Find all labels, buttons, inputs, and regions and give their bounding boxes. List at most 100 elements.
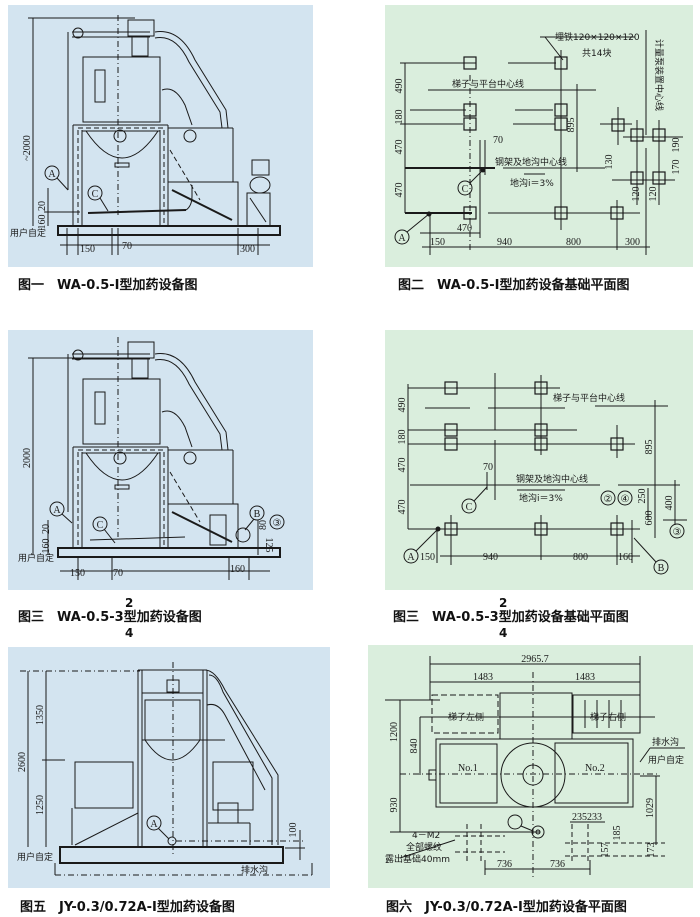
dim-800: 800 xyxy=(573,552,588,563)
dim-736-left: 736 xyxy=(497,859,512,870)
dim-150: 150 xyxy=(420,552,435,563)
figure-1-elevation: ~2000 20 160 用户自定 150 70 300 A C 图一 WA-0… xyxy=(8,5,313,293)
pump-centerline-label: 计量泵装置中心线 xyxy=(653,39,665,111)
callout-c: C xyxy=(92,189,99,200)
dim-70: 70 xyxy=(493,135,503,146)
caption-fraction-bottom: 4 xyxy=(125,626,133,640)
dim-150: 150 xyxy=(70,568,85,579)
ladder-left-label: 梯子左侧 xyxy=(448,711,484,723)
trench-slope-label: 地沟i＝3% xyxy=(519,492,563,504)
dim-300: 300 xyxy=(625,237,640,248)
figure-5-elevation: 2600 1350 1250 100 用户自定 排水沟 A 图五 JY-0.3/… xyxy=(8,647,330,915)
dim-20: 20 xyxy=(41,524,52,534)
figure-6-background xyxy=(368,645,693,888)
dim-150: 150 xyxy=(80,244,95,255)
figure-2-caption: 图二 WA-0.5-Ⅰ型加药设备基础平面图 xyxy=(398,277,629,293)
figure-2-background xyxy=(385,5,693,267)
dim-70: 70 xyxy=(113,568,123,579)
dim-800: 800 xyxy=(566,237,581,248)
figure-6-plan: 2965.7 1483 1483 梯子左侧 梯子右侧 1200 840 930 … xyxy=(368,645,693,915)
dim-1350: 1350 xyxy=(35,705,46,725)
callout-c: C xyxy=(97,520,104,531)
dim-130: 130 xyxy=(604,155,615,170)
dim-250: 250 xyxy=(637,489,648,504)
figure-4-foundation-plan: 梯子与平台中心线 490 180 470 470 895 70 钢架及地沟中心线… xyxy=(385,330,693,640)
callout-b: B xyxy=(658,563,665,574)
bolt-note-line1: 4－M2 xyxy=(412,831,440,841)
dim-total-width: 2965.7 xyxy=(521,654,549,665)
trench-slope-label: 地沟i＝3% xyxy=(510,177,554,189)
dim-160: 160 xyxy=(37,215,48,230)
dim-70: 70 xyxy=(122,241,132,252)
dim-157: 157 xyxy=(600,843,611,858)
dim-185: 185 xyxy=(612,826,623,841)
dim-895: 895 xyxy=(644,440,655,455)
dim-160: 160 xyxy=(618,552,633,563)
tank-no2-label: No.2 xyxy=(585,763,605,774)
figure-3-caption: 图三 WA-0.5-3型加药设备图 xyxy=(18,609,202,625)
dim-height: 2000 xyxy=(22,448,33,468)
callout-2: ② xyxy=(604,494,613,505)
dim-600: 600 xyxy=(644,511,655,526)
dim-180: 180 xyxy=(394,110,405,125)
callout-c: C xyxy=(462,184,469,195)
user-defined-label: 用户自定 xyxy=(18,552,54,564)
dim-736-right: 736 xyxy=(550,859,565,870)
figure-2-foundation-plan: 埋铁120×120×120 共14块 梯子与平台中心线 计量泵装置中心线 490… xyxy=(385,5,693,293)
dim-180: 180 xyxy=(397,430,408,445)
dim-490: 490 xyxy=(397,398,408,413)
dim-100: 100 xyxy=(288,823,299,838)
callout-b: B xyxy=(254,509,261,520)
dim-190: 190 xyxy=(671,138,682,153)
drain-trench-label: 排水沟 xyxy=(652,736,679,748)
dim-1200: 1200 xyxy=(389,722,400,742)
drain-trench-label: 排水沟 xyxy=(241,864,268,876)
user-defined-label: 用户自定 xyxy=(10,227,46,239)
figure-4-background xyxy=(385,330,693,590)
dim-470-b: 470 xyxy=(397,500,408,515)
dim-173: 173 xyxy=(646,843,657,858)
caption-fraction-top: 2 xyxy=(499,596,507,610)
dim-120-b: 120 xyxy=(648,187,659,202)
ladder-right-label: 梯子右侧 xyxy=(590,711,626,723)
caption-fraction-top: 2 xyxy=(125,596,133,610)
dim-940: 940 xyxy=(497,237,512,248)
callout-a: A xyxy=(48,169,56,180)
dim-895: 895 xyxy=(566,118,577,133)
callout-c: C xyxy=(466,502,473,513)
caption-fraction-bottom: 4 xyxy=(499,626,507,640)
dim-80: 80 xyxy=(258,520,269,530)
embed-iron-note: 埋铁120×120×120 xyxy=(555,31,640,43)
dim-235-233: 235233 xyxy=(572,812,602,823)
dim-470-a: 470 xyxy=(397,458,408,473)
ladder-centerline-label: 梯子与平台中心线 xyxy=(452,78,524,90)
dim-half-right: 1483 xyxy=(575,672,595,683)
callout-4: ④ xyxy=(621,494,630,505)
dim-20: 20 xyxy=(37,201,48,211)
frame-trench-centerline-label: 钢架及地沟中心线 xyxy=(495,156,567,168)
callout-3: ③ xyxy=(673,527,682,538)
dim-160: 160 xyxy=(41,539,52,554)
dim-1250: 1250 xyxy=(35,795,46,815)
dim-940: 940 xyxy=(483,552,498,563)
dim-1029: 1029 xyxy=(645,798,656,818)
callout-a: A xyxy=(53,505,61,516)
dim-400: 400 xyxy=(664,496,675,511)
dim-470-c: 470 xyxy=(457,223,472,234)
figure-6-caption: 图六 JY-0.3/0.72A-Ⅰ型加药设备平面图 xyxy=(386,899,627,915)
figure-1-caption: 图一 WA-0.5-Ⅰ型加药设备图 xyxy=(18,277,197,293)
user-defined-label: 用户自定 xyxy=(648,754,684,766)
dim-150: 150 xyxy=(430,237,445,248)
figure-4-caption: 图三 WA-0.5-3型加药设备基础平面图 xyxy=(393,609,629,625)
callout-a: A xyxy=(407,552,415,563)
dim-470-a: 470 xyxy=(394,140,405,155)
dim-300: 300 xyxy=(240,244,255,255)
figure-5-background xyxy=(8,647,330,888)
dim-2600: 2600 xyxy=(17,752,28,772)
dim-490: 490 xyxy=(394,79,405,94)
bolt-note-line3: 露出基础40mm xyxy=(385,853,450,865)
dim-120-a: 120 xyxy=(631,187,642,202)
bolt-note-line2: 全部螺纹 xyxy=(406,841,442,853)
dim-half-left: 1483 xyxy=(473,672,493,683)
